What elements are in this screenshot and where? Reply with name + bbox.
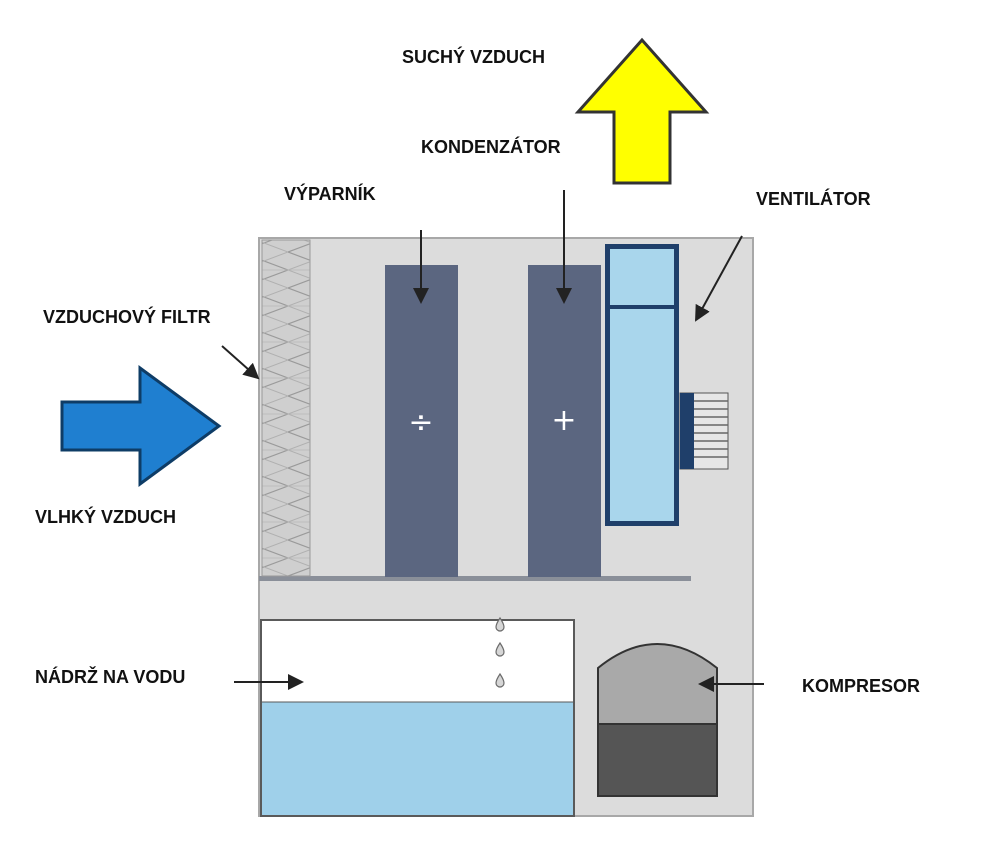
label-humid-air: VLHKÝ VZDUCH (35, 506, 176, 527)
label-condenser: KONDENZÁTOR (421, 136, 561, 157)
fan-main-panel (610, 309, 674, 521)
label-water-tank: NÁDRŽ NA VODU (35, 666, 185, 687)
tank-water (262, 702, 573, 815)
fan-motor-icon (679, 392, 729, 470)
fan-top-panel (610, 249, 674, 305)
evaporator-coil (385, 265, 458, 577)
pointer-air-filter (221, 345, 260, 380)
arrow-up-icon (574, 37, 710, 185)
label-dry-air: SUCHÝ VZDUCH (402, 46, 545, 67)
label-air-filter: VZDUCHOVÝ FILTR (43, 306, 211, 327)
arrow-right-icon (60, 365, 222, 487)
condenser-symbol: + (551, 403, 576, 438)
divider-shelf (259, 576, 691, 581)
label-evaporator: VÝPARNÍK (284, 183, 376, 204)
label-compressor: KOMPRESOR (802, 676, 920, 696)
compressor (597, 643, 718, 797)
water-drop-icon (495, 616, 505, 688)
air-filter (261, 239, 311, 577)
pointer-fan (695, 235, 743, 322)
label-fan: VENTILÁTOR (756, 188, 871, 209)
evaporator-symbol: ÷ (408, 405, 433, 440)
condenser-coil (528, 265, 601, 577)
